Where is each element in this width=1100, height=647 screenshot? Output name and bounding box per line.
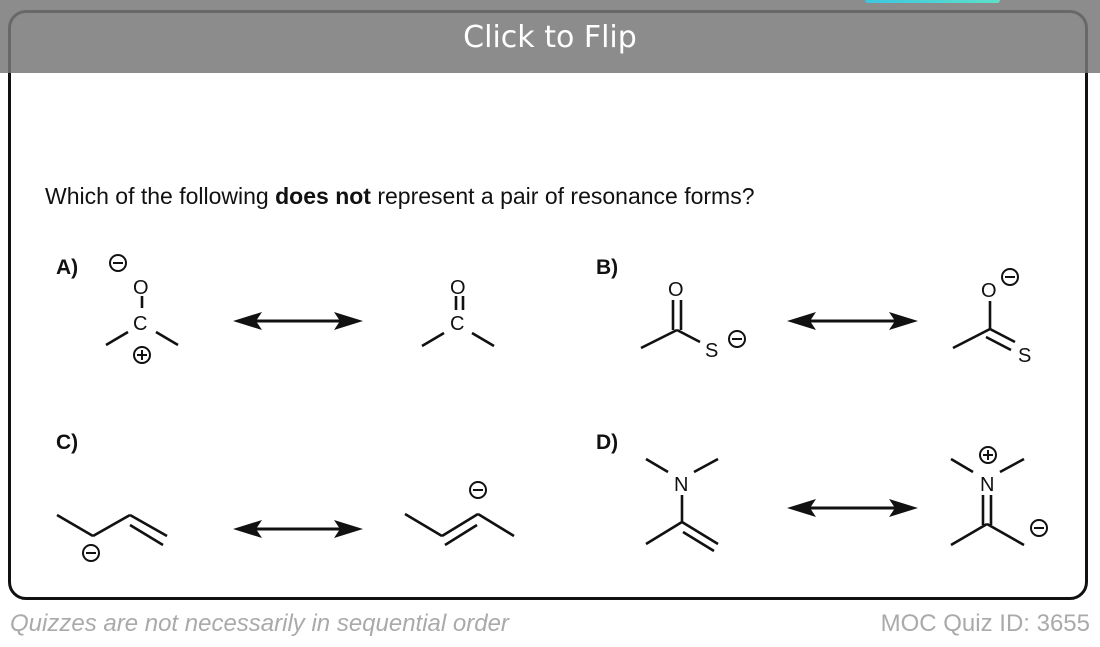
minus-charge-icon <box>1030 519 1048 537</box>
resonance-arrow-a <box>233 312 363 330</box>
sequential-order-note: Quizzes are not necessarily in sequentia… <box>10 610 509 637</box>
option-a-left-molecule <box>105 254 179 364</box>
resonance-arrow-c <box>233 520 363 538</box>
option-b-left-molecule <box>640 300 746 350</box>
minus-charge-icon <box>728 330 746 348</box>
click-to-flip-banner[interactable]: Click to Flip <box>0 0 1100 73</box>
minus-charge-icon <box>82 544 100 562</box>
option-d-right-molecule <box>950 446 1048 547</box>
option-d-left-molecule <box>645 457 719 553</box>
atom-c: C <box>450 313 464 335</box>
flip-label[interactable]: Click to Flip <box>463 20 637 55</box>
atom-o: O <box>133 277 149 299</box>
atom-n: N <box>980 474 994 496</box>
atom-s: S <box>1018 345 1031 367</box>
quiz-id: MOC Quiz ID: 3655 <box>880 610 1090 637</box>
option-a-label: A) <box>56 256 79 279</box>
resonance-arrow-d <box>787 499 918 517</box>
minus-charge-icon <box>1001 268 1019 286</box>
question-text: Which of the following does not represen… <box>45 183 755 209</box>
minus-charge-icon <box>469 481 487 499</box>
plus-charge-icon <box>133 346 151 364</box>
atom-o: O <box>981 280 997 302</box>
minus-charge-icon <box>109 254 127 272</box>
option-c-right-molecule <box>404 481 515 547</box>
atom-n: N <box>674 474 688 496</box>
option-c-left-molecule <box>56 513 168 562</box>
option-a-right-molecule <box>421 296 495 348</box>
atom-c: C <box>133 313 147 335</box>
option-b-right-molecule <box>952 268 1019 352</box>
plus-charge-icon <box>979 446 997 464</box>
option-d-label: D) <box>596 431 619 454</box>
atom-o: O <box>450 277 466 299</box>
atom-s: S <box>705 340 718 362</box>
option-b-label: B) <box>596 256 619 279</box>
quiz-card[interactable] <box>8 10 1088 600</box>
option-c-label: C) <box>56 431 79 454</box>
atom-o: O <box>668 279 684 301</box>
question-emphasis: does not <box>275 183 371 209</box>
resonance-arrow-b <box>787 312 918 330</box>
top-tab-accent[interactable] <box>865 0 1000 3</box>
